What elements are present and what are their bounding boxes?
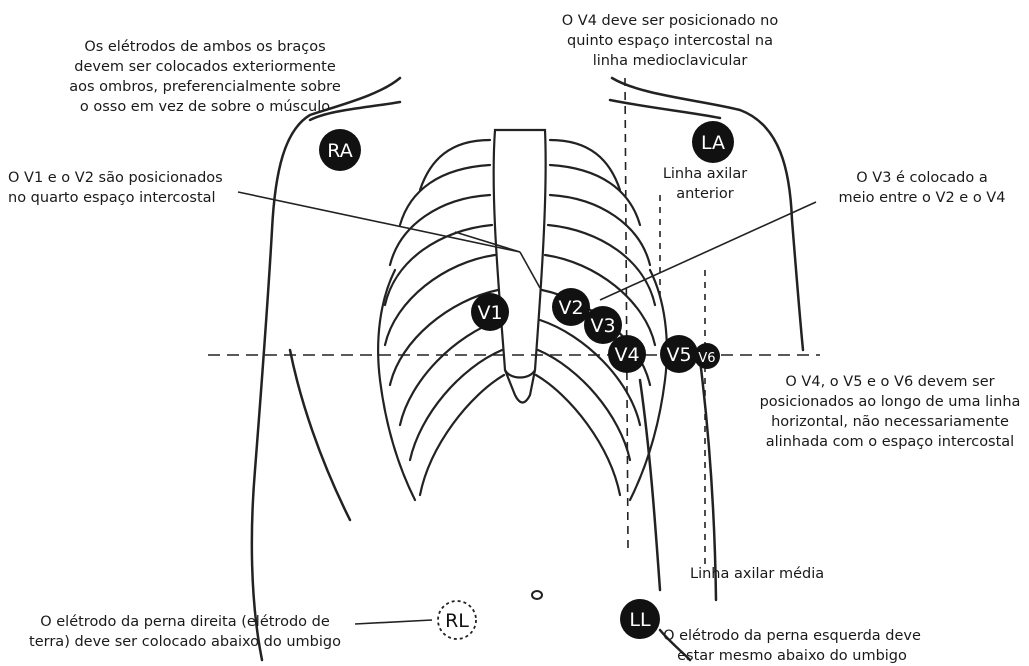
arm-note-line-4: o osso em vez de sobre o músculo [60,97,350,117]
v3-note-line-2: meio entre o V2 e o V4 [822,188,1022,208]
electrode-v1-label: V1 [477,302,502,324]
anterior-axillary-line-1: Linha axilar [650,164,760,184]
electrode-v2-label: V2 [558,297,583,319]
arm-note-line-3: aos ombros, preferencialmente sobre [60,77,350,97]
electrode-la: LA [692,121,734,163]
v4-note-line-3: linha medioclavicular [535,51,805,71]
rl-note-line-2: terra) deve ser colocado abaixo do umbig… [20,632,350,652]
electrode-v4: V4 [608,335,646,373]
left-leg-note: O elétrodo da perna esquerda deve estar … [662,626,922,666]
electrode-ra-label: RA [327,140,352,162]
electrode-ra: RA [319,129,361,171]
midclavicular-line [625,78,628,548]
navel [532,591,542,599]
electrode-v6-label: V6 [698,351,715,366]
electrode-v5-label: V5 [666,344,691,366]
electrode-rl: RL [438,601,476,639]
electrode-ll: LL [620,599,660,639]
v456-note-line-3: horizontal, não necessariamente [755,412,1025,432]
rl-pointer [355,620,432,624]
v3-pointer [600,202,816,300]
v3-note: O V3 é colocado a meio entre o V2 e o V4 [822,168,1022,208]
electrode-ll-label: LL [629,609,651,631]
anterior-axillary-label: Linha axilar anterior [650,164,760,204]
v456-note-line-1: O V4, o V5 e o V6 devem ser [755,372,1025,392]
electrode-v5: V5 [660,335,698,373]
arm-electrodes-note: Os elétrodos de ambos os braços devem se… [60,37,350,117]
arm-note-line-1: Os elétrodos de ambos os braços [60,37,350,57]
v1v2-pointer-a [238,192,520,252]
mid-axillary-text: Linha axilar média [690,564,824,584]
anterior-axillary-line-2: anterior [650,184,760,204]
electrode-v4-label: V4 [614,344,639,366]
v4-note-line-1: O V4 deve ser posicionado no [535,11,805,31]
arm-note-line-2: devem ser colocados exteriormente [60,57,350,77]
v1-v2-note: O V1 e o V2 são posicionados no quarto e… [8,168,248,208]
v456-note-line-4: alinhada com o espaço intercostal [755,432,1025,452]
electrode-v2: V2 [552,288,590,326]
v4-note-line-2: quinto espaço intercostal na [535,31,805,51]
electrode-v6: V6 [694,343,720,369]
v1v2-note-line-1: O V1 e o V2 são posicionados [8,168,248,188]
ll-note-line-2: estar mesmo abaixo do umbigo [662,646,922,666]
electrode-la-label: LA [701,132,725,154]
right-leg-note: O elétrodo da perna direita (elétrodo de… [20,612,350,652]
ll-note-line-1: O elétrodo da perna esquerda deve [662,626,922,646]
v1v2-note-line-2: no quarto espaço intercostal [8,188,248,208]
v1v2-pointer-b [520,252,540,288]
v3-note-line-1: O V3 é colocado a [822,168,1022,188]
v456-note-line-2: posicionados ao longo de uma linha [755,392,1025,412]
ribcage [378,130,667,500]
rl-note-line-1: O elétrodo da perna direita (elétrodo de [20,612,350,632]
electrode-rl-label: RL [445,610,469,632]
v4-v5-v6-note: O V4, o V5 e o V6 devem ser posicionados… [755,372,1025,452]
v4-position-note: O V4 deve ser posicionado no quinto espa… [535,11,805,71]
electrode-v1: V1 [471,293,509,331]
guide-lines [208,78,820,624]
electrode-v3-label: V3 [590,315,615,337]
v1v2-pointer-c [455,232,520,252]
mid-axillary-label: Linha axilar média [690,564,824,584]
